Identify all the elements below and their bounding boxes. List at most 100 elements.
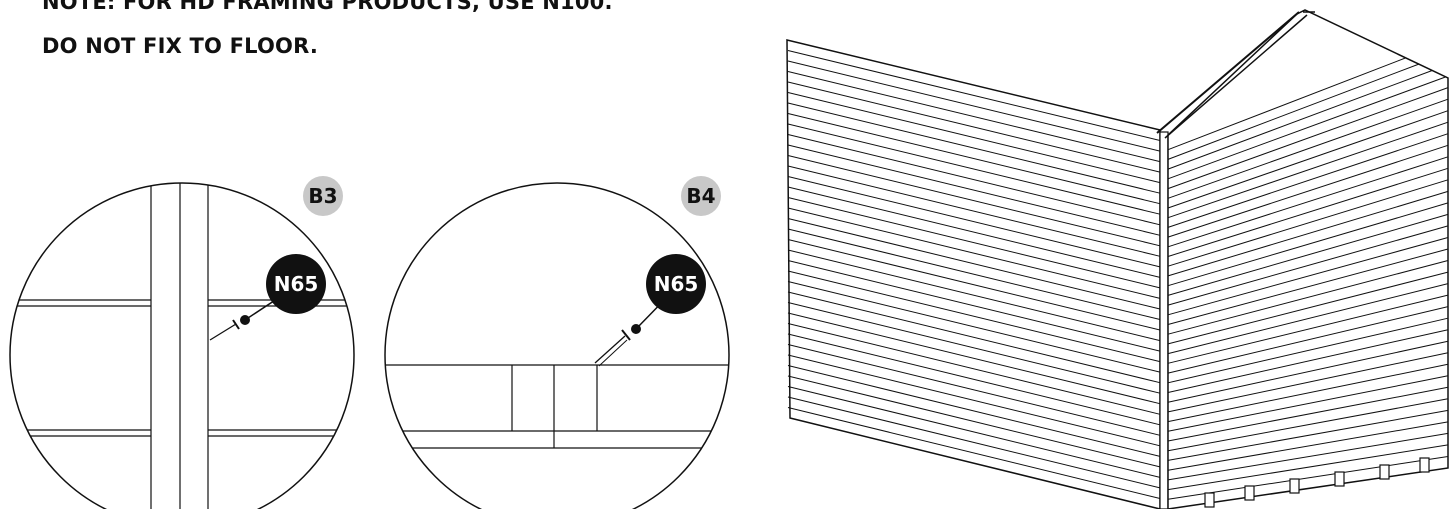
detail-badge-label: B3	[308, 184, 337, 208]
cladding-board-line	[787, 176, 1161, 268]
cladding-board-line	[1167, 456, 1449, 500]
cladding-board-line	[787, 113, 1161, 205]
cladding-board-line	[1167, 386, 1449, 442]
detail-badge	[681, 176, 721, 216]
cladding-board-line	[787, 365, 1161, 457]
detail-b3-frame	[9, 182, 355, 509]
cladding-board-line	[1167, 363, 1449, 423]
cladding-board-line	[1167, 57, 1406, 151]
cladding-board-line	[1167, 144, 1449, 238]
cladding-board-line	[1167, 352, 1449, 413]
cladding-board-line	[1167, 306, 1449, 374]
cladding-board-line	[1167, 63, 1419, 160]
floor-joist	[1244, 485, 1255, 501]
cladding-board-line	[787, 239, 1161, 331]
instruction-note: NOTE: FOR HD FRAMING PRODUCTS, USE N100.	[42, 0, 613, 14]
cladding-board-line	[1167, 156, 1449, 248]
detail-badge-label: B4	[686, 184, 715, 208]
cladding-board-line	[787, 260, 1161, 352]
cladding-board-line	[1167, 444, 1449, 491]
cladding-board-line	[787, 291, 1161, 384]
cladding-board-line	[787, 60, 1161, 152]
cladding-board-line	[787, 71, 1161, 163]
fastener-tag-label: N65	[274, 272, 319, 296]
cladding-board-line	[1167, 76, 1446, 180]
cladding-board-line	[787, 281, 1161, 373]
cladding-board-line	[1167, 179, 1449, 267]
cladding-board-line	[1167, 398, 1449, 452]
cladding-board-line	[787, 165, 1161, 257]
cladding-board-line	[787, 323, 1161, 415]
cladding-board-line	[787, 186, 1161, 278]
fastener-tag-label: N65	[654, 272, 699, 296]
cladding-board-line	[787, 270, 1161, 363]
floor-joist	[1334, 471, 1345, 487]
floor-joist	[1204, 492, 1215, 508]
cladding-board-line	[787, 81, 1161, 173]
cladding-board-line	[1167, 98, 1449, 199]
cladding-board-line	[787, 155, 1161, 247]
cladding-board-line	[787, 375, 1161, 468]
cladding-board-line	[787, 302, 1161, 394]
cladding-board-line	[787, 197, 1161, 289]
cladding-board-line	[1167, 329, 1449, 393]
cladding-board-line	[1167, 110, 1449, 209]
floor-joists	[1204, 457, 1430, 508]
roof-edge-trim	[1156, 11, 1300, 134]
cladding-board-line	[787, 396, 1161, 489]
cladding-board-line	[787, 333, 1161, 426]
cladding-board-line	[787, 134, 1161, 226]
floor-joist	[1419, 457, 1430, 473]
side-wall-cladding	[787, 50, 1161, 499]
cladding-board-line	[1167, 271, 1449, 345]
cladding-board-line	[1167, 283, 1449, 355]
cladding-board-line	[1167, 213, 1449, 296]
detail-b4: N65 B4	[384, 176, 730, 509]
corner-post	[1159, 131, 1169, 509]
cladding-board-line	[787, 50, 1161, 141]
cladding-board-line	[787, 407, 1161, 499]
shed-drawing	[786, 9, 1449, 509]
leader-dot	[631, 324, 641, 334]
cladding-board-line	[1167, 317, 1449, 384]
cladding-board-line	[1167, 375, 1449, 432]
cladding-board-line	[787, 144, 1161, 236]
cladding-board-line	[787, 102, 1161, 194]
detail-b3: N65 B3	[9, 176, 355, 509]
fastener-tag	[646, 254, 706, 314]
cladding-board-line	[1167, 409, 1449, 461]
cladding-board-line	[787, 228, 1161, 320]
cladding-board-line	[1167, 202, 1449, 287]
floor-warning: DO NOT FIX TO FLOOR.	[42, 34, 319, 58]
cladding-board-line	[1167, 121, 1449, 219]
cladding-board-line	[1167, 260, 1449, 335]
cladding-board-line	[787, 123, 1161, 215]
floor-joist	[1289, 478, 1300, 494]
cladding-board-line	[1167, 340, 1449, 403]
fastener-tag	[266, 254, 326, 314]
cladding-board-line	[1167, 70, 1433, 170]
leader-dot	[240, 315, 250, 325]
detail-b4-frame	[384, 182, 730, 509]
cladding-board-line	[787, 92, 1161, 184]
cladding-board-line	[1167, 133, 1449, 228]
cladding-board-line	[1167, 237, 1449, 316]
gable-cladding	[1167, 57, 1449, 500]
cladding-board-line	[787, 354, 1161, 447]
cladding-board-line	[1167, 87, 1449, 190]
floor-joist	[1379, 464, 1390, 480]
cladding-board-line	[1167, 421, 1449, 471]
cladding-board-line	[787, 386, 1161, 478]
cladding-board-line	[1167, 432, 1449, 481]
cladding-board-line	[1167, 294, 1449, 364]
cladding-board-line	[787, 207, 1161, 299]
detail-badge	[303, 176, 343, 216]
cladding-board-line	[1167, 225, 1449, 306]
cladding-board-line	[1167, 190, 1449, 277]
gable-end-wall	[1167, 9, 1449, 509]
cladding-board-line	[787, 249, 1161, 342]
cladding-board-line	[1167, 167, 1449, 257]
cladding-board-line	[1167, 248, 1449, 325]
cladding-board-line	[787, 344, 1161, 436]
